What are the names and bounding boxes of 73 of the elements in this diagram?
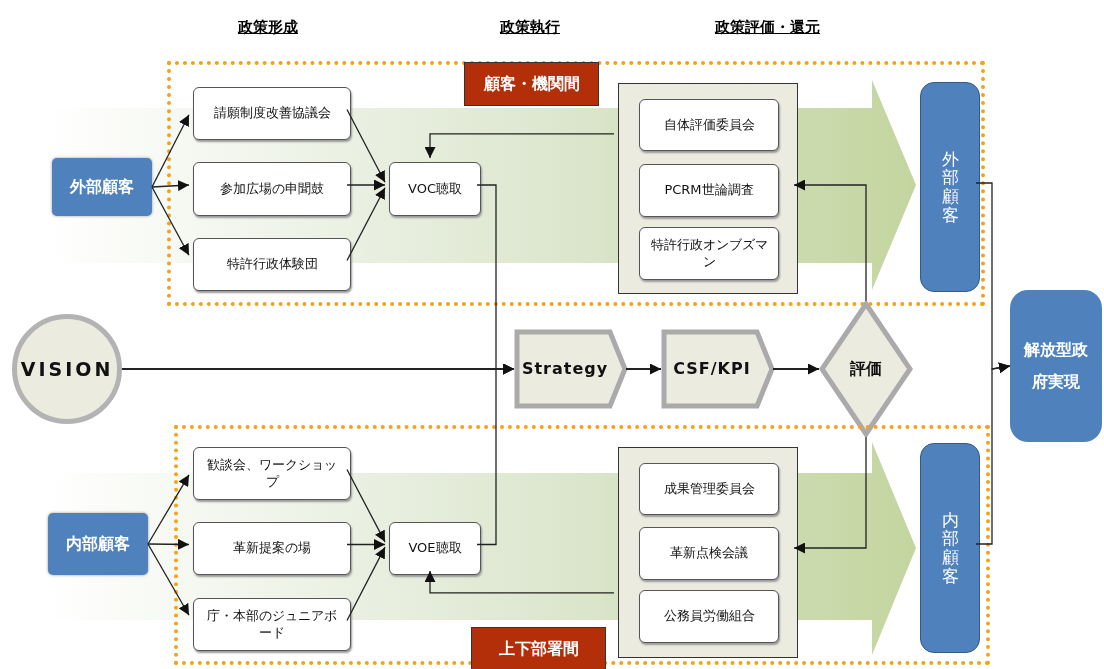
process-box: [639, 99, 779, 151]
arrow: [346, 108, 386, 183]
node-text: 成果管理委員会: [662, 480, 756, 498]
panel-box: [618, 447, 798, 658]
node-text: 内部顧客: [66, 533, 130, 555]
column-heading: 政策執行: [500, 18, 560, 37]
process-box: [639, 227, 779, 280]
arrow: [346, 539, 386, 550]
arrow: [151, 186, 190, 256]
arrow: [793, 436, 867, 554]
node-text: 参加広場の申聞鼓: [219, 180, 325, 198]
process-box: [639, 590, 779, 643]
arrow: [424, 570, 615, 594]
goal-box: [1010, 290, 1102, 442]
node-text: 自体評価委員会: [662, 116, 756, 134]
decision-diamond: [819, 301, 913, 437]
node-text: 革新提案の場: [232, 540, 312, 557]
node-text: 請願制度改善協議会: [212, 105, 332, 122]
customer-box: [920, 82, 980, 292]
panel-box: [618, 83, 798, 294]
process-box: [193, 522, 351, 575]
arrow: [151, 114, 190, 188]
process-box: [193, 598, 351, 651]
customer-box: [920, 443, 980, 653]
dashed-region: [167, 61, 985, 306]
node-text: 革新点検会議: [669, 545, 749, 562]
node-text: CSF/KPI: [673, 358, 751, 380]
node-text: 特許行政体験団: [225, 256, 319, 273]
section-tag: 上下部署間: [471, 627, 606, 669]
process-box: [639, 463, 779, 515]
arrow: [346, 468, 386, 543]
process-box: [639, 527, 779, 580]
arrow: [346, 187, 386, 262]
node-text: 公務員労働組合: [662, 608, 756, 625]
node-text: Strategy: [521, 358, 609, 380]
step-pentagon: [661, 329, 775, 409]
arrow: [147, 538, 190, 550]
node-text: 庁・本部のジュニアボード: [206, 607, 338, 642]
arrow: [424, 133, 615, 159]
arrow: [346, 179, 386, 191]
process-box: [389, 162, 481, 216]
node-text: 外部顧客: [941, 149, 959, 225]
process-box: [389, 522, 481, 575]
column-heading: 政策形成: [238, 18, 298, 37]
node-text: VISION: [20, 356, 114, 382]
arrow: [772, 363, 820, 375]
process-box: [193, 87, 351, 140]
column-heading: 政策評価・還元: [715, 18, 820, 37]
node-text: VOE聴取: [407, 540, 463, 557]
node-text: VOC聴取: [407, 180, 463, 198]
arrow: [121, 363, 515, 375]
process-box: [639, 164, 779, 217]
arrow: [346, 546, 386, 622]
step-pentagon: [514, 329, 628, 409]
section-tag: 顧客・機関間: [464, 62, 599, 106]
customer-box: [52, 158, 152, 216]
node-text: 特許行政オンブズマン: [649, 236, 769, 271]
node-text: 内部顧客: [941, 510, 959, 586]
node-text: 解放型政府実現: [1022, 339, 1089, 393]
process-box: [193, 238, 351, 291]
arrow: [147, 474, 190, 545]
customer-box: [48, 513, 148, 575]
arrow: [147, 543, 190, 616]
process-box: [193, 162, 351, 216]
node-text: 歓談会、ワークショップ: [206, 456, 338, 491]
arrow: [975, 362, 1011, 545]
arrow: [625, 363, 662, 375]
arrow: [793, 179, 867, 302]
node-text: 評価: [850, 358, 882, 380]
node-text: 外部顧客: [70, 176, 134, 198]
arrow: [151, 180, 190, 192]
process-box: [193, 447, 351, 500]
node-text: PCRM世論調査: [663, 182, 755, 199]
